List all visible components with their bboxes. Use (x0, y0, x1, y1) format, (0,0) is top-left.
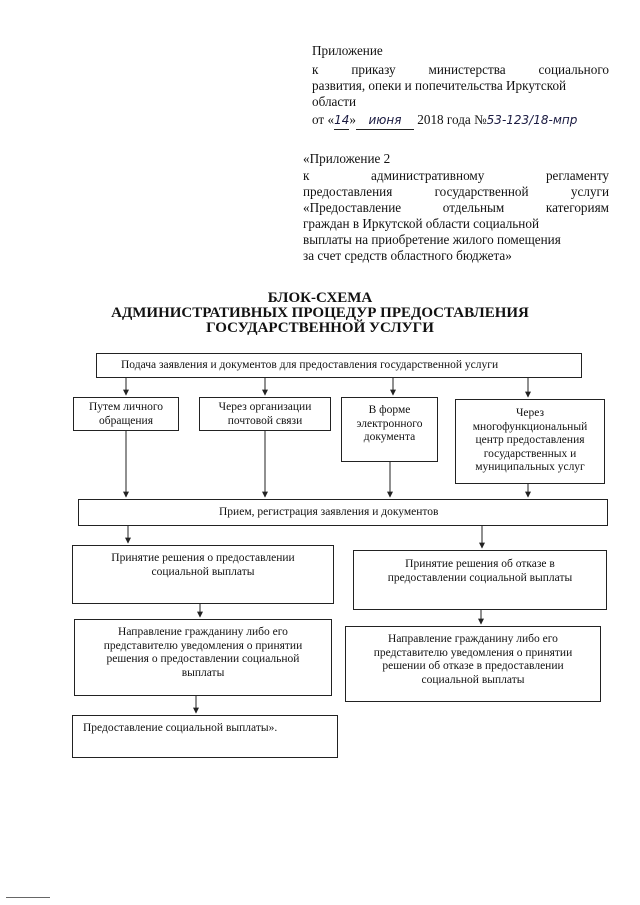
mfc-box: Через многофункциональный центр предоста… (455, 399, 605, 484)
personal-box: Путем личного обращения (73, 397, 179, 431)
appendix2-line-7: за счет средств областного бюджета» (303, 248, 512, 263)
schema-subtitle-1: АДМИНИСТРАТИВНЫХ ПРОЦЕДУР ПРЕДОСТАВЛЕНИЯ (111, 305, 529, 321)
submit-box: Подача заявления и документов для предос… (96, 353, 582, 378)
handwritten-order-number: 53-123/18-мпр (486, 113, 578, 127)
appendix2-line-3: предоставления государственной услуги (303, 184, 610, 199)
appendix2-line-2: к административному регламенту (303, 168, 609, 183)
appendix-label: Приложение (312, 43, 383, 58)
receive-box: Прием, регистрация заявления и документо… (78, 499, 608, 526)
appendix2-title: «Приложение 2 (303, 151, 391, 166)
schema-subtitle-2: ГОСУДАРСТВЕННОЙ УСЛУГИ (206, 320, 434, 336)
provide-box: Предоставление социальной выплаты». (72, 715, 338, 758)
handwritten-month: июня (355, 113, 414, 130)
decision-grant-box: Принятие решения о предоставлении социал… (72, 545, 334, 604)
schema-title: БЛОК-СХЕМА (267, 290, 373, 306)
appendix2-line-6: выплаты на приобретение жилого помещения (303, 232, 561, 247)
appendix2-line-4: «Предоставление отдельным категориям (303, 200, 609, 215)
order-line-1: к приказу министерства социального (312, 62, 609, 77)
postal-box: Через организации почтовой связи (199, 397, 331, 431)
order-date-line: от «14»июня 2018 года №53-123/18-мпр (312, 112, 577, 130)
notify-grant-box: Направление гражданину либо его представ… (74, 619, 332, 696)
order-line-3: области (312, 94, 357, 109)
order-line-2: развития, опеки и попечительства Иркутск… (312, 78, 567, 93)
electronic-box: В форме электронного документа (341, 397, 438, 462)
footnote-divider (6, 897, 50, 898)
appendix2-line-5: граждан в Иркутской области социальной (303, 216, 540, 231)
handwritten-day: 14 (334, 113, 350, 130)
notify-refuse-box: Направление гражданину либо его представ… (345, 626, 601, 702)
decision-refuse-box: Принятие решения об отказе в предоставле… (353, 550, 607, 610)
